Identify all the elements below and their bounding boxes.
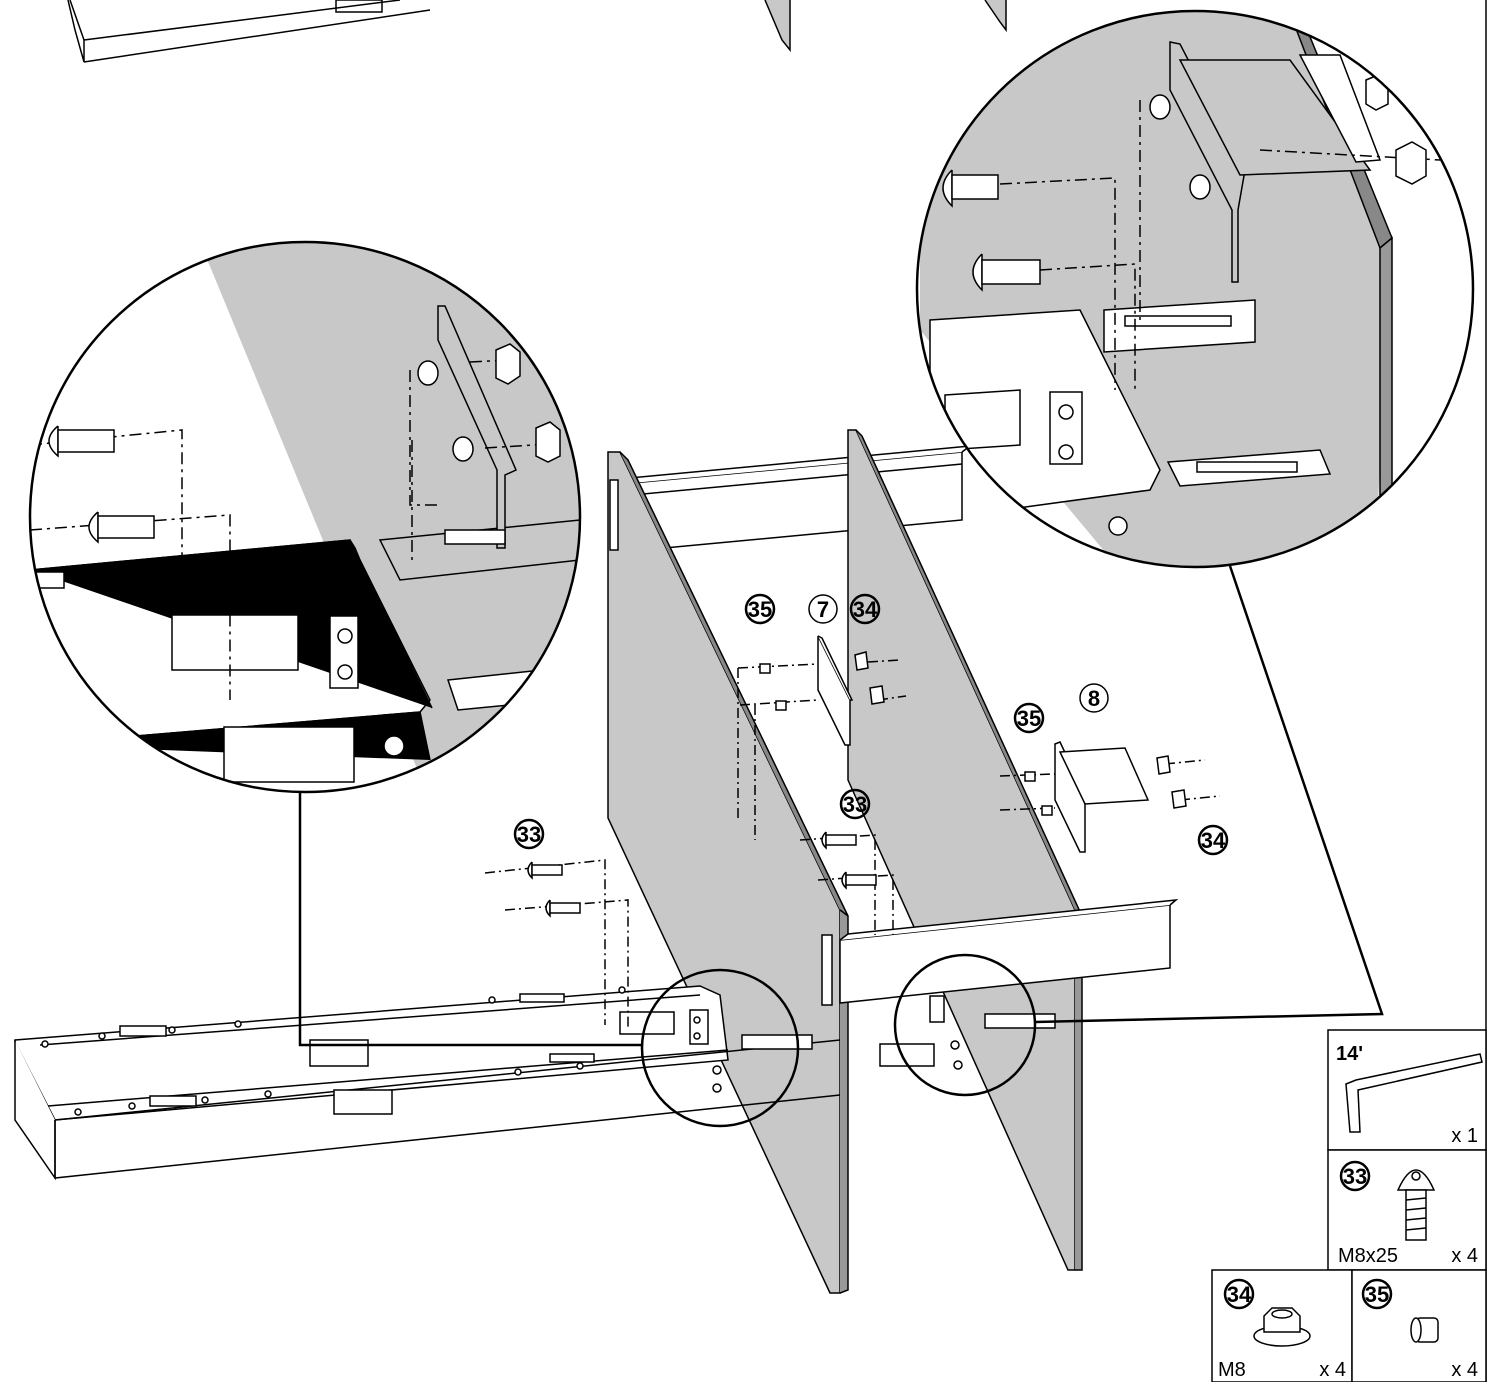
previous-step-fragment <box>67 0 1007 63</box>
callout-34-top: 34 <box>853 597 878 622</box>
part-33-qty: x 4 <box>1451 1245 1478 1267</box>
bolt-icon <box>1396 1169 1436 1241</box>
nut-icon <box>1253 1307 1311 1347</box>
callout-labels: 35 7 34 8 35 33 34 33 <box>513 593 1229 856</box>
part-35-num: 35 <box>1365 1282 1389 1307</box>
callout-34-right: 34 <box>1201 828 1226 853</box>
callout-33-left: 33 <box>517 822 541 847</box>
callout-35-right: 35 <box>1017 706 1041 731</box>
bolts-33 <box>484 831 894 1030</box>
tool-qty: x 1 <box>1451 1125 1478 1147</box>
part-33-num: 33 <box>1343 1164 1367 1189</box>
detail-ring-right <box>893 953 1037 1097</box>
tool-label: 14' <box>1336 1043 1363 1065</box>
spacer-icon <box>1410 1317 1439 1343</box>
part-34-qty: x 4 <box>1319 1359 1346 1381</box>
part-34-spec: M8 <box>1218 1359 1246 1381</box>
detail-ring-left <box>640 968 800 1128</box>
parts-list: 14' x 1 33 M8x25 x 4 34 M8 x 4 35 <box>1211 1029 1487 1382</box>
bracket-7 <box>737 635 907 840</box>
part-34-num: 34 <box>1227 1282 1252 1307</box>
callout-35-top: 35 <box>748 597 772 622</box>
callout-33-mid: 33 <box>843 792 867 817</box>
part-35-qty: x 4 <box>1451 1359 1478 1381</box>
callout-7: 7 <box>817 597 829 622</box>
part-33-spec: M8x25 <box>1338 1245 1398 1267</box>
zoom-detail-left <box>28 240 582 794</box>
allen-key-icon <box>1345 1053 1483 1133</box>
main-assembly <box>14 429 1179 1294</box>
bracket-8 <box>999 741 1221 853</box>
zoom-detail-right <box>915 9 1475 569</box>
callout-8: 8 <box>1088 686 1100 711</box>
leader-lines <box>298 565 1384 1047</box>
